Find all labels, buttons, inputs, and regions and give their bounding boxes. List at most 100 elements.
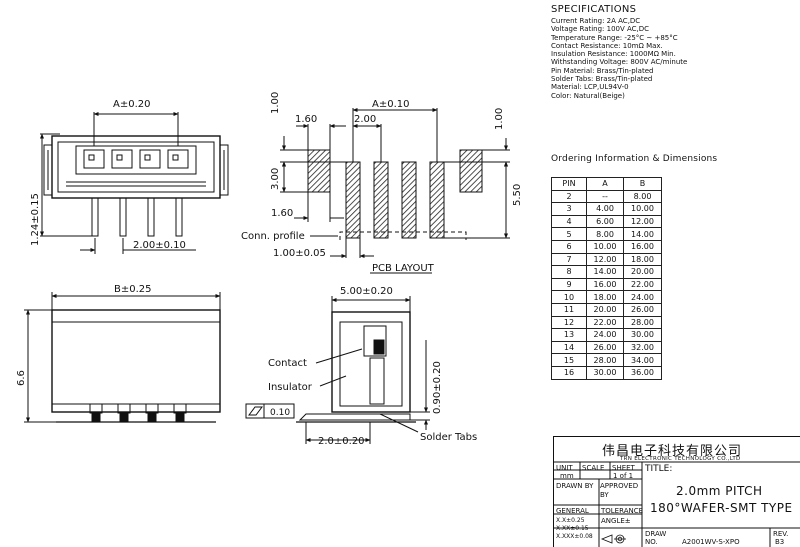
table-cell: 30.00 — [586, 365, 624, 380]
spec-line: Color: Natural(Beige) — [551, 91, 625, 100]
company-name-en: TRN ELECTRONIC TECHNOLOGY CO.,LTD — [620, 456, 741, 462]
dim-pcb-5-50: 5.50 — [512, 184, 523, 206]
dim-pcb-1-00-top: 1.00 — [270, 92, 281, 114]
table-cell: A — [586, 177, 624, 191]
table-cell: -- — [586, 189, 624, 204]
specifications-list: Current Rating: 2A AC,DC Voltage Rating:… — [551, 17, 687, 100]
dim-height-left: 1.24±0.15 — [30, 193, 41, 246]
table-cell: 6.00 — [586, 214, 624, 229]
scale-label: SCALE — [582, 464, 605, 472]
spec-line: Pin Material: Brass/Tin-plated — [551, 66, 654, 75]
company-name-cn: 伟昌电子科技有限公司 — [602, 444, 743, 459]
spec-line: Voltage Rating: 100V AC,DC — [551, 25, 650, 34]
rev-value: B3 — [775, 538, 785, 546]
table-cell: 11 — [551, 302, 587, 317]
sheet-value: 1 of 1 — [613, 472, 634, 480]
table-cell: 18.00 — [623, 252, 662, 267]
label-insulator: Insulator — [268, 382, 313, 393]
spec-line: Insulation Resistance: 1000MΩ Min. — [551, 50, 676, 59]
approved-by-label: APPROVED BY — [600, 482, 639, 499]
table-cell: 3 — [551, 202, 587, 216]
table-cell: 22.00 — [586, 315, 624, 330]
table-cell: 26.00 — [623, 302, 662, 317]
table-cell: 12.00 — [586, 252, 624, 267]
table-cell: 14.00 — [586, 265, 624, 279]
tolerance-2: X.XX±0.15 — [556, 525, 589, 532]
sheet-label: SHEET — [612, 464, 635, 472]
flatness-value: 0.10 — [270, 408, 290, 418]
draw-no-value: A2001WV-S-XPO — [682, 538, 740, 546]
table-cell: 13 — [551, 328, 587, 342]
dim-pitch: 2.00±0.10 — [133, 240, 186, 251]
table-cell: 18.00 — [586, 290, 624, 304]
table-cell: PIN — [551, 177, 587, 191]
table-cell: 10.00 — [623, 202, 662, 216]
table-cell: 5 — [551, 227, 587, 241]
table-cell: 24.00 — [623, 290, 662, 304]
table-cell: 36.00 — [623, 365, 662, 380]
table-cell: 4.00 — [586, 202, 624, 216]
table-cell: 24.00 — [586, 328, 624, 342]
table-cell: 14 — [551, 340, 587, 355]
dim-pcb-1-00-005: 1.00±0.05 — [273, 248, 326, 259]
drawing-title-line2: 180°WAFER-SMT TYPE — [650, 501, 793, 515]
table-cell: 32.00 — [623, 340, 662, 355]
table-cell: 9 — [551, 277, 587, 292]
dim-pcb-3-00: 3.00 — [270, 168, 281, 190]
table-cell: B — [623, 177, 662, 191]
spec-line: Temperature Range: -25°C ~ +85°C — [551, 33, 678, 42]
table-cell: 20.00 — [623, 265, 662, 279]
spec-line: Withstanding Voltage: 800V AC/minute — [551, 58, 688, 67]
drawn-by-label: DRAWN BY — [556, 482, 594, 490]
tolerance-1: X.X±0.25 — [556, 517, 585, 524]
label-contact: Contact — [268, 358, 307, 369]
front-view — [24, 292, 221, 423]
table-cell: 8.00 — [586, 227, 624, 241]
table-cell: 16.00 — [623, 239, 662, 254]
dim-pcb-a: A±0.10 — [372, 99, 410, 110]
dim-side-width: 5.00±0.20 — [340, 286, 393, 297]
table-cell: 10.00 — [586, 239, 624, 254]
label-conn-profile: Conn. profile — [241, 231, 305, 242]
dim-pcb-1-60-bottom: 1.60 — [271, 208, 293, 219]
table-cell: 16.00 — [586, 277, 624, 292]
table-cell: 26.00 — [586, 340, 624, 355]
pcb-layout-view — [280, 108, 510, 274]
table-cell: 4 — [551, 214, 587, 229]
table-cell: 10 — [551, 290, 587, 304]
spec-line: Contact Resistance: 10mΩ Max. — [551, 41, 663, 50]
dim-top-a: A±0.20 — [113, 99, 151, 110]
angle-label: ANGLE± — [601, 517, 631, 525]
dim-side-bottom: 2.0±0.20 — [318, 436, 365, 447]
table-cell: 6 — [551, 239, 587, 254]
unit-value: mm — [560, 472, 574, 480]
dim-pcb-1-00-right: 1.00 — [494, 108, 505, 130]
table-cell: 20.00 — [586, 302, 624, 317]
table-cell: 30.00 — [623, 328, 662, 342]
table-cell: 7 — [551, 252, 587, 267]
unit-label: UNIT — [556, 464, 573, 472]
dim-pcb-1-60-top: 1.60 — [295, 114, 317, 125]
table-cell: 34.00 — [623, 353, 662, 367]
table-cell: 15 — [551, 353, 587, 367]
table-cell: 16 — [551, 365, 587, 380]
rev-label: REV. — [773, 530, 789, 538]
specifications-heading: SPECIFICATIONS — [551, 4, 637, 15]
tolerance-3: X.XXX±0.08 — [556, 533, 593, 540]
title-label: TITLE: — [645, 464, 673, 474]
spec-line: Current Rating: 2A AC,DC — [551, 17, 641, 25]
spec-line: Material: LCP,UL94V-0 — [551, 83, 629, 92]
table-cell: 14.00 — [623, 227, 662, 241]
